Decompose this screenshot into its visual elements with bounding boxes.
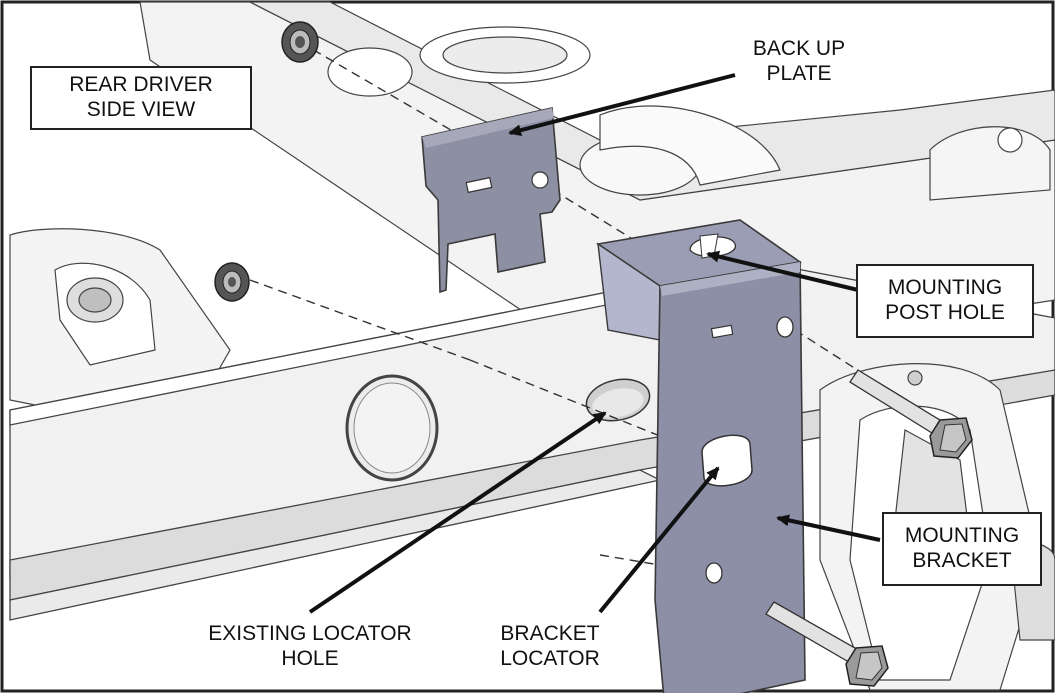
- mounting-bracket-label-line2: BRACKET: [912, 549, 1012, 572]
- arrow-existing-locator-hole: [308, 411, 607, 614]
- mounting-post-hole-label: MOUNTING POST HOLE: [856, 264, 1034, 338]
- bracket-locator-label: BRACKET LOCATOR: [480, 621, 620, 671]
- bracket-locator-label-line2: LOCATOR: [500, 647, 600, 670]
- existing-locator-hole-label-line2: HOLE: [281, 647, 339, 670]
- bolt-icon-lower: [765, 601, 889, 687]
- back-up-plate-label: BACK UP PLATE: [724, 36, 874, 86]
- view-label-line2: SIDE VIEW: [86, 98, 196, 121]
- mounting-post-hole-label-line2: POST HOLE: [885, 301, 1005, 324]
- leader-arrows: [308, 73, 881, 614]
- mounting-bracket: [595, 219, 806, 693]
- bushing-icon: [281, 21, 319, 63]
- frame-holes: [345, 374, 651, 482]
- arrow-bracket-locator: [598, 466, 720, 614]
- arrow-back-up-plate: [508, 73, 736, 137]
- arrow-mounting-bracket: [776, 514, 881, 542]
- arrow-mounting-post-hole: [706, 250, 859, 292]
- back-up-plate: [421, 107, 561, 294]
- view-label: REAR DRIVER SIDE VIEW: [30, 66, 252, 130]
- back-up-plate-label-line2: PLATE: [766, 62, 832, 85]
- existing-locator-hole-label: EXISTING LOCATOR HOLE: [170, 621, 450, 671]
- view-label-line1: REAR DRIVER: [69, 73, 213, 96]
- left-frame-housing: [9, 228, 231, 411]
- back-up-plate-label-line1: BACK UP: [752, 37, 846, 60]
- bolt-icon: [849, 369, 973, 459]
- mounting-bracket-label-line1: MOUNTING: [904, 524, 1020, 547]
- mounting-bracket-label: MOUNTING BRACKET: [882, 512, 1042, 586]
- nut-icon: [214, 262, 250, 302]
- mounting-post-hole-label-line1: MOUNTING: [887, 276, 1003, 299]
- bracket-locator-label-line1: BRACKET: [500, 622, 600, 645]
- existing-locator-hole-label-line1: EXISTING LOCATOR: [208, 622, 412, 645]
